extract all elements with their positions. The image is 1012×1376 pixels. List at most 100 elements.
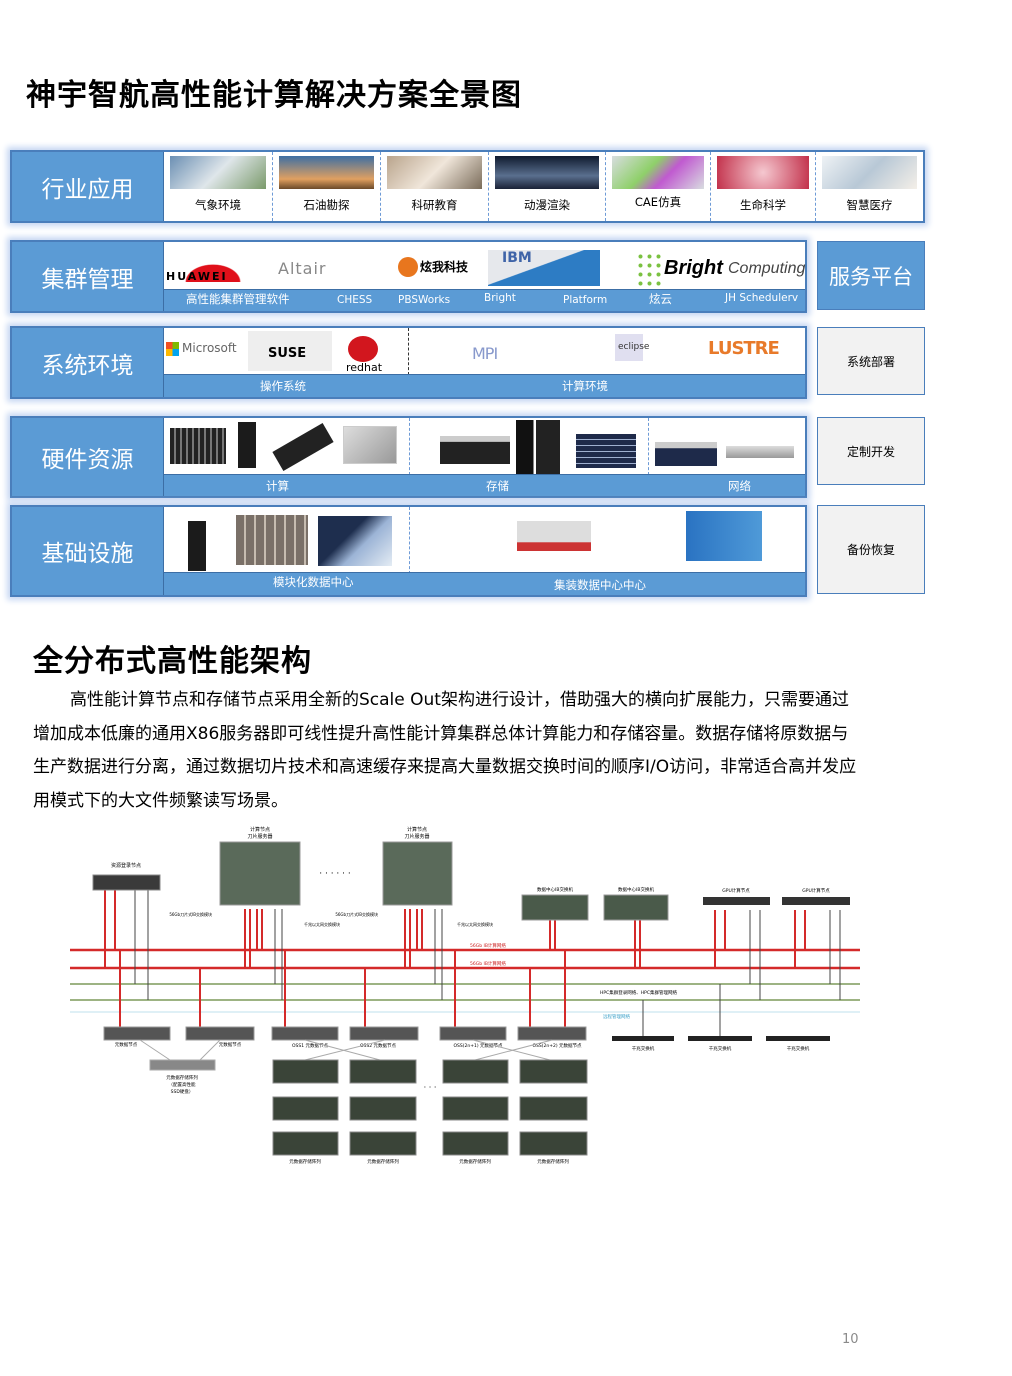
- eclipse-logo: eclipse: [618, 342, 650, 352]
- xuanwo-logo: 炫我科技: [420, 260, 469, 274]
- redhat-logo-icon: [348, 336, 378, 362]
- system-caption-strip: 操作系统 计算环境: [164, 374, 805, 397]
- login-node-server: [92, 874, 161, 891]
- blade-chassis-2: [382, 841, 453, 906]
- ellipsis: · · · · · ·: [319, 869, 350, 879]
- ellipsis: · · ·: [424, 1083, 437, 1092]
- remote-network-label: 远程管理网络: [603, 1013, 630, 1020]
- ethernet-links: [134, 890, 841, 1036]
- storage-server-image: [440, 436, 510, 464]
- cae-photo: [612, 156, 704, 189]
- row-cluster: 集群管理 HUAWEI Altair 炫我科技 IBM Bright Compu…: [10, 240, 807, 313]
- blade-chassis-1: [219, 841, 301, 906]
- storage-array-image: [576, 434, 636, 468]
- row-label: 行业应用: [12, 152, 164, 221]
- gpu-card-image: [272, 422, 334, 472]
- suse-logo: SUSE: [268, 346, 307, 361]
- ib-module-label: 56Gb刀片式IB交换模块: [169, 911, 212, 917]
- ib-network-label: 56Gb IB计算网络: [470, 942, 506, 949]
- caption: 动漫渲染: [524, 198, 570, 212]
- ost-label: 元数据存储阵列: [367, 1158, 399, 1165]
- row-label: 硬件资源: [12, 418, 164, 496]
- bright-logo: Bright: [664, 257, 723, 279]
- login-node-label: 资源登录节点: [111, 862, 141, 869]
- row-industry: 行业应用 气象环境 石油勘探 科研教育 动漫渲染 CAE仿真 生命科学 智慧医疗: [10, 150, 925, 223]
- section-title: 全分布式高性能架构: [33, 644, 312, 679]
- container-dc-blue-image: [686, 511, 762, 561]
- render-photo: [495, 156, 599, 189]
- gpu-node-label: GPU计算节点: [802, 887, 830, 894]
- row-system: 系统环境 Microsoft SUSE redhat MPI eclipse L…: [10, 326, 807, 399]
- caption: 科研教育: [411, 198, 458, 212]
- gpu-node-label: GPU计算节点: [722, 887, 750, 894]
- oss-label: OSS2 元数据节点: [360, 1042, 397, 1049]
- ost-label: 元数据存储阵列: [459, 1158, 491, 1165]
- ibm-logo: IBM: [502, 250, 532, 266]
- computing-logo: Computing: [728, 260, 806, 277]
- side-backup: 备份恢复: [817, 505, 925, 594]
- caption: Bright: [484, 292, 516, 304]
- ib-switch-label: 数据中心IB交换机: [618, 886, 654, 893]
- gpu-node-2: [782, 897, 850, 905]
- caption: 智慧医疗: [846, 198, 893, 212]
- row-label: 系统环境: [12, 328, 164, 397]
- oil-photo: [279, 156, 374, 189]
- datacenter-image: [318, 516, 392, 566]
- row-hardware: 硬件资源 计算 存储 网络: [10, 416, 807, 498]
- divider: [648, 418, 649, 475]
- network-buses: [70, 948, 860, 1013]
- mdt-label: （配置高性能: [169, 1081, 196, 1088]
- caption: PBSWorks: [398, 294, 451, 306]
- research-photo: [387, 156, 482, 189]
- storage-tower-image: [516, 420, 560, 476]
- suse-logo-bg: [248, 331, 332, 371]
- modular-dc-image: [236, 515, 308, 565]
- gbe-switch: [766, 1036, 830, 1041]
- ib-switch-1: [521, 894, 589, 921]
- blade-label: 计算节点: [250, 826, 270, 833]
- accelerator-card-image: [343, 426, 397, 464]
- divider: [409, 418, 410, 475]
- page-title: 神宇智航高性能计算解决方案全景图: [26, 78, 522, 113]
- cluster-caption-strip: 高性能集群管理软件 CHESS PBSWorks Bright Platform…: [164, 289, 805, 311]
- ib-switch-2: [603, 894, 669, 921]
- gbe-switch-label: 千兆交换机: [709, 1045, 732, 1052]
- network-server-image: [655, 442, 717, 466]
- gbe-switch-label: 千兆交换机: [787, 1045, 810, 1052]
- caption: 生命科学: [740, 198, 786, 212]
- side-service-platform: 服务平台: [817, 241, 925, 310]
- caption: Platform: [563, 294, 608, 306]
- caption: 计算: [266, 479, 289, 493]
- gbe-switch: [688, 1036, 752, 1041]
- caption: 模块化数据中心: [273, 575, 354, 589]
- mds-label: 元数据节点: [115, 1041, 138, 1048]
- caption: JH Schedulerv: [725, 292, 799, 304]
- industry-medical: 智慧医疗: [816, 152, 923, 221]
- industry-render: 动漫渲染: [489, 152, 606, 221]
- oss-label: OSS(2n+2) 元数据节点: [532, 1042, 582, 1049]
- xuanwo-logo-icon: [398, 257, 418, 277]
- industry-cae: CAE仿真: [606, 152, 711, 221]
- gbe-switch: [612, 1036, 674, 1041]
- ibm-cloud-logo: [488, 250, 600, 286]
- caption: 计算环境: [562, 379, 608, 393]
- gbe-switch-label: 千兆交换机: [632, 1045, 655, 1052]
- rack-server-image: [238, 422, 256, 468]
- divider: [409, 507, 410, 574]
- caption: 存储: [486, 479, 509, 493]
- row-label: 集群管理: [12, 242, 164, 311]
- bright-logo-icon: [636, 252, 662, 286]
- oss-label: OSS1 元数据节点: [292, 1042, 329, 1049]
- row-infra: 基础设施 模块化数据中心 集装数据中心中心: [10, 505, 807, 597]
- altair-logo: Altair: [278, 259, 327, 278]
- ost-label: 元数据存储阵列: [289, 1158, 321, 1165]
- huawei-logo: [166, 252, 260, 282]
- caption: 气象环境: [195, 198, 241, 212]
- side-system-deploy: 系统部署: [817, 327, 925, 395]
- network-switch-image: [726, 446, 794, 458]
- caption: 集装数据中心中心: [554, 578, 646, 592]
- microsoft-logo: Microsoft: [182, 341, 237, 355]
- eth-module-label: 千兆以太网交换模块: [457, 921, 493, 927]
- life-photo: [717, 156, 809, 189]
- storage-links: [139, 1039, 553, 1061]
